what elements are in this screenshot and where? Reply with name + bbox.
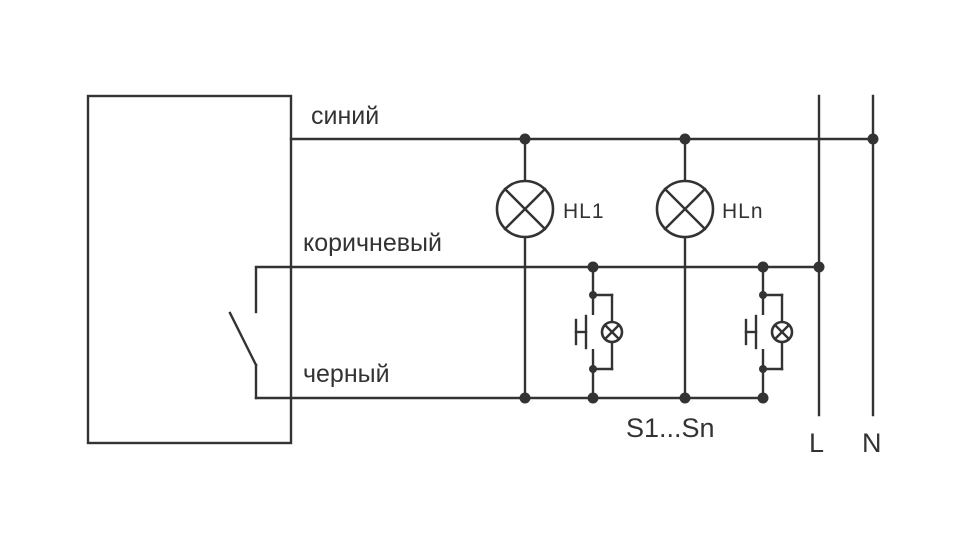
label-black-wire: черный (303, 360, 390, 388)
label-supply-l: L (809, 428, 824, 458)
device-box (86, 94, 293, 445)
label-supply-n: N (862, 428, 882, 458)
push-button-sn (744, 265, 794, 400)
push-button-s1 (574, 265, 624, 400)
junction-dots (519, 133, 879, 404)
label-lamp-hl1: HL1 (563, 200, 605, 223)
label-switch-group: S1...Sn (626, 413, 715, 443)
label-brown-wire: коричневый (303, 229, 442, 257)
internal-switch (228, 266, 258, 400)
lamp-hln (655, 179, 715, 239)
label-lamp-hln: HLn (722, 200, 764, 223)
lamp-hl1 (495, 179, 555, 239)
label-blue-wire: синий (311, 102, 379, 130)
